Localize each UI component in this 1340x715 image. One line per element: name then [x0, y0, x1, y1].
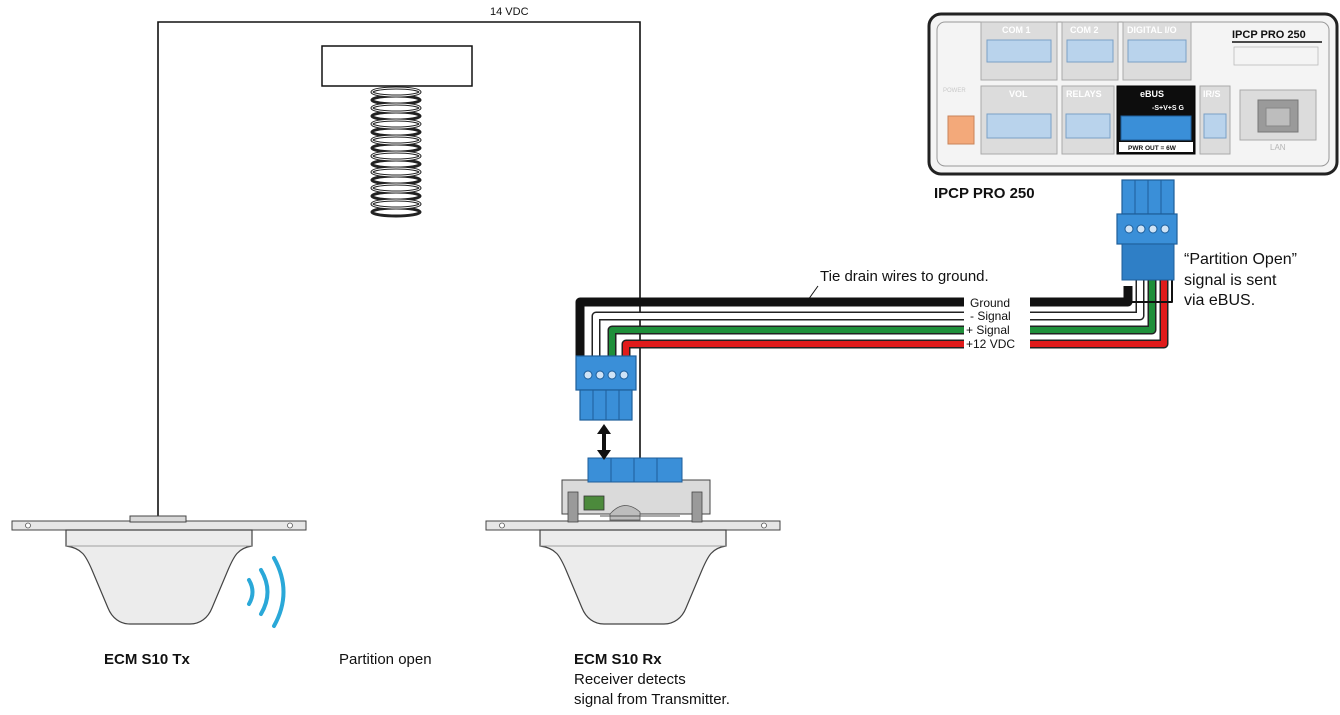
port-power-label: POWER [943, 88, 966, 94]
wire-label-bg [964, 296, 1030, 352]
port-com1-label: COM 1 [1002, 25, 1031, 35]
wire-label-plus-signal: + Signal [966, 323, 1010, 337]
ecm-s10-tx-device [11, 515, 307, 625]
rx-device-name: ECM S10 Rx [574, 651, 662, 668]
drain-note: Tie drain wires to ground. [820, 268, 989, 285]
wire-label-ground: Ground [970, 296, 1010, 310]
wire-label-minus-signal: - Signal [970, 309, 1011, 323]
port-com2-label: COM 2 [1070, 25, 1099, 35]
ethernet-port-icon [1239, 89, 1317, 141]
ebus-note-line-1: “Partition Open” [1184, 251, 1297, 268]
drain-note-leader [807, 285, 819, 301]
port-irs-label: IR/S [1203, 89, 1221, 99]
terminal-block-icon [575, 355, 637, 421]
ipcp-terminal-block [1116, 179, 1178, 281]
panel-model-title: IPCP PRO 250 [1232, 29, 1306, 41]
port-vol-label: VOL [1009, 89, 1028, 99]
tx-device-name: ECM S10 Tx [104, 651, 191, 668]
port-digital-io-label: DIGITAL I/O [1127, 25, 1177, 35]
partition-state-label: Partition open [339, 651, 432, 668]
ipcp-caption: IPCP PRO 250 [934, 185, 1035, 202]
double-arrow-icon [597, 424, 611, 460]
ebus-note-line-2: signal is sent [1184, 272, 1277, 289]
port-ebus-label: eBUS [1140, 89, 1164, 99]
port-lan-label: LAN [1270, 143, 1286, 152]
supply-loop [157, 21, 641, 516]
wire-label-plus-12vdc: +12 VDC [966, 337, 1015, 351]
ipcp-pro-250-panel: COM 1 COM 2 DIGITAL I/O IPCP PRO 250 POW… [927, 12, 1339, 176]
rx-desc-line-1: Receiver detects [574, 671, 686, 688]
cable-bundle [575, 246, 1173, 362]
ebus-note-line-3: via eBUS. [1184, 292, 1255, 309]
ecm-s10-rx-device [485, 457, 781, 625]
spring-coil-icon [321, 45, 473, 218]
wave-signal-icon [247, 556, 286, 628]
rx-desc-line-2: signal from Transmitter. [574, 691, 730, 708]
ebus-pins: -S+V+S G [1152, 105, 1184, 112]
ebus-power: PWR OUT = 6W [1128, 145, 1177, 152]
supply-label: 14 VDC [490, 6, 529, 18]
port-relays-label: RELAYS [1066, 89, 1102, 99]
